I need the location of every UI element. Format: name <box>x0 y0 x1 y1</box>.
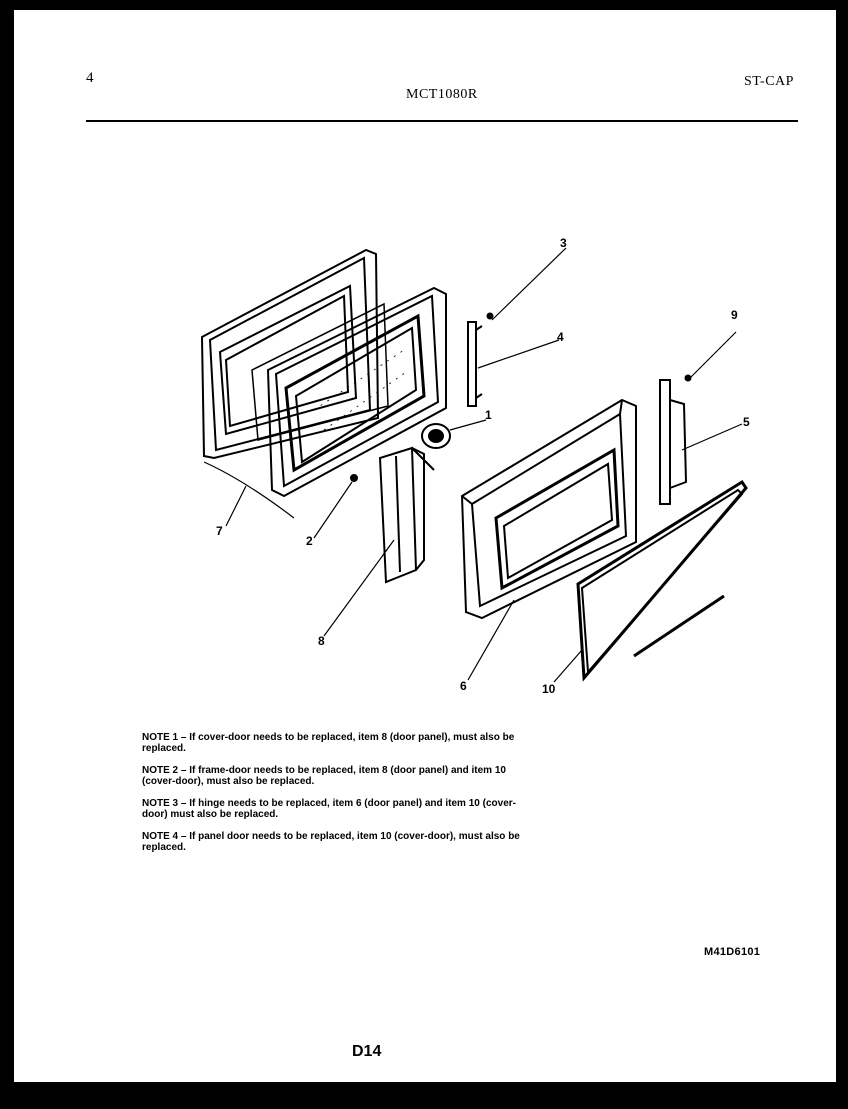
part-5-handle <box>659 379 688 505</box>
model-number: MCT1080R <box>406 87 478 102</box>
part-7-glass <box>251 302 389 441</box>
leader-7 <box>203 461 295 527</box>
callout-4: 4 <box>557 330 564 344</box>
part-2-frame-door <box>266 286 447 498</box>
callout-10: 10 <box>542 682 556 696</box>
leader-9 <box>689 331 737 379</box>
part-10-cover-door <box>576 479 748 682</box>
part-8-bracket <box>378 446 435 584</box>
header-rule <box>86 120 798 122</box>
notes-block: NOTE 1 – If cover-door needs to be repla… <box>142 732 522 864</box>
leader-10 <box>553 649 583 683</box>
leader-8 <box>323 539 395 637</box>
page-number: 4 <box>86 70 94 86</box>
part-1-latch <box>421 423 451 449</box>
note-2: NOTE 2 – If frame-door needs to be repla… <box>142 765 506 787</box>
callout-5: 5 <box>743 415 750 429</box>
callout-1: 1 <box>485 408 492 422</box>
note-4: NOTE 4 – If panel door needs to be repla… <box>142 831 520 853</box>
drawing-id: M41D6101 <box>704 946 761 958</box>
leader-6 <box>467 599 515 681</box>
callout-8: 8 <box>318 634 325 648</box>
section-code: ST-CAP <box>744 74 794 89</box>
part-9-screw <box>684 374 692 382</box>
callout-9: 9 <box>731 308 738 322</box>
exploded-door-diagram: 3 4 1 9 5 7 2 8 6 10 <box>200 236 750 696</box>
leader-lines <box>203 247 743 683</box>
leader-4 <box>477 339 560 369</box>
part-2-screw <box>350 474 358 482</box>
callout-6: 6 <box>460 679 467 693</box>
page-code: D14 <box>352 1043 382 1060</box>
note-1: NOTE 1 – If cover-door needs to be repla… <box>142 732 515 754</box>
leader-1 <box>449 419 487 431</box>
callout-7: 7 <box>216 524 223 538</box>
leader-3 <box>491 247 567 321</box>
part-6-door-panel <box>460 398 637 620</box>
note-3: NOTE 3 – If hinge needs to be replaced, … <box>142 798 516 820</box>
margin-mark <box>0 729 10 732</box>
part-3-screw <box>486 312 494 320</box>
part-4-hinge <box>467 321 483 407</box>
leader-2 <box>313 481 353 539</box>
leader-5 <box>681 423 743 451</box>
callout-3: 3 <box>560 236 567 250</box>
parts-sheet: 4 MCT1080R ST-CAP <box>14 10 836 1082</box>
callout-2: 2 <box>306 534 313 548</box>
